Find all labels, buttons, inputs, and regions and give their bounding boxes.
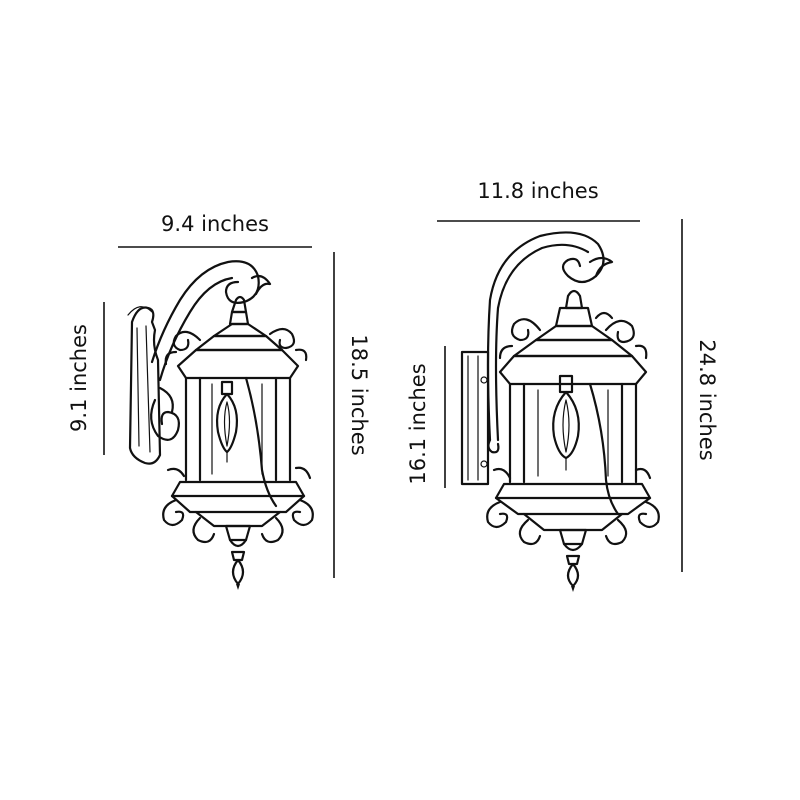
large-lantern-illustration (460, 231, 660, 592)
large-width-label: 11.8 inches (477, 179, 598, 203)
small-width-label: 9.4 inches (161, 212, 269, 236)
large-lantern-group: 11.8 inches 24.8 inches 16.1 inches (406, 179, 719, 592)
small-lantern-group: 9.4 inches 18.5 inches 9.1 inches (67, 212, 371, 590)
large-backplate-label: 16.1 inches (406, 363, 430, 484)
large-height-label: 24.8 inches (695, 339, 719, 460)
small-lantern-illustration (127, 260, 314, 590)
small-height-label: 18.5 inches (347, 334, 371, 455)
small-backplate-label: 9.1 inches (67, 324, 91, 432)
